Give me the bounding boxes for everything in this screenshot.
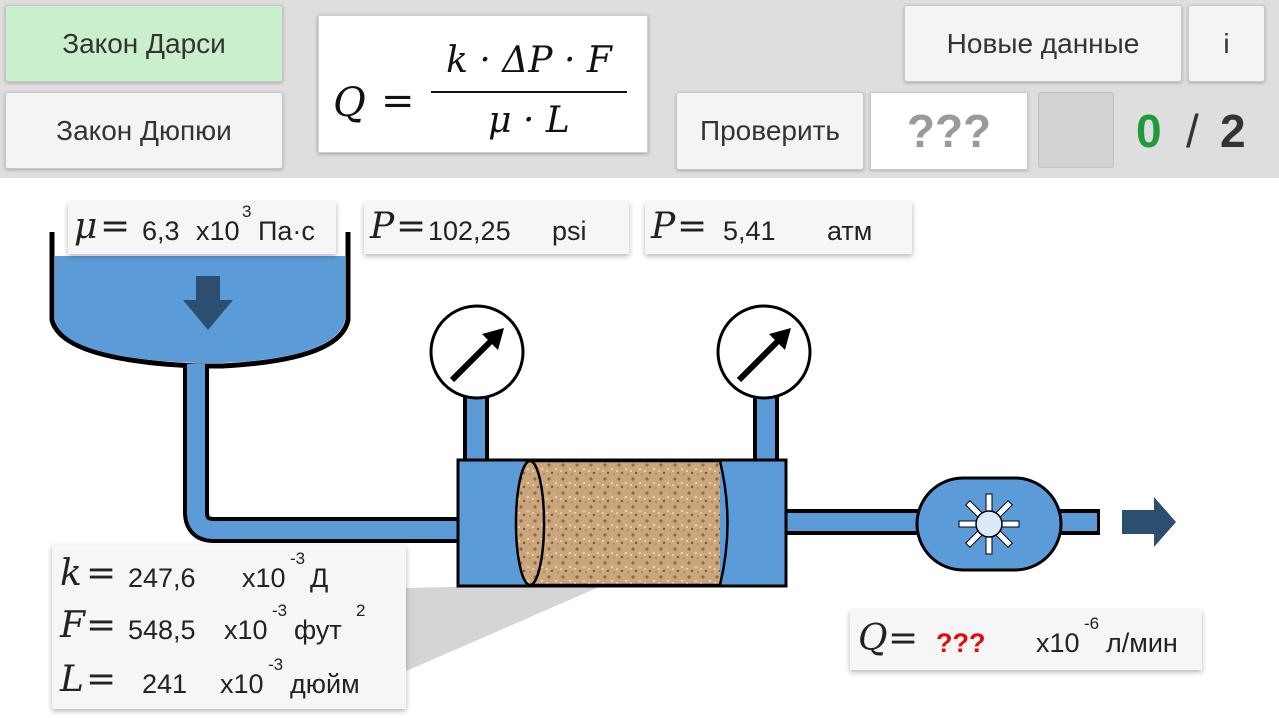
score-separator: /: [1186, 105, 1199, 157]
p-atm-unit: атм: [827, 216, 873, 246]
l-value: 241: [142, 669, 188, 699]
gauge-icon: [716, 304, 812, 400]
darcy-law-button[interactable]: Закон Дарси: [5, 5, 283, 82]
l-symbol: L: [60, 659, 84, 700]
f-unit: фут: [294, 615, 342, 645]
p-atm-value: 5,41: [723, 216, 776, 246]
f-value: 548,5: [128, 615, 196, 645]
mu-value: 6,3: [142, 216, 180, 246]
f-row: F = 548,5 x10 -3 фут 2: [52, 597, 406, 651]
formula-fraction-line: [431, 91, 627, 93]
check-button[interactable]: Проверить: [676, 92, 864, 170]
p-psi-value: 102,25: [428, 216, 511, 246]
l-unit: дюйм: [290, 669, 360, 699]
mu-symbol: μ: [74, 206, 98, 247]
mu-multiplier: x10: [196, 216, 240, 246]
core-holder: [456, 458, 788, 588]
q-unknown-value: ???: [936, 628, 986, 658]
mu-exponent: 3: [242, 202, 252, 221]
pipes: [183, 364, 1100, 543]
f-exponent: -3: [272, 601, 288, 620]
q-exponent: -6: [1084, 614, 1100, 633]
f-symbol: F: [60, 605, 85, 646]
p-psi-symbol: P: [370, 206, 395, 247]
k-multiplier: x10: [242, 563, 286, 593]
l-exponent: -3: [268, 655, 284, 674]
core-parameters-card: k = 247,6 x10 -3 Д F = 548,5 x10 -3 фут …: [52, 545, 406, 709]
f-multiplier: x10: [224, 615, 268, 645]
mu-unit: Па·с: [258, 216, 315, 246]
new-data-button[interactable]: Новые данные: [904, 5, 1182, 82]
q-equals: =: [888, 618, 919, 659]
answer-input[interactable]: ???: [870, 92, 1028, 170]
pressure-atm-card: P = 5,41 атм: [645, 202, 912, 254]
score: 0 / 2: [1128, 104, 1268, 160]
score-correct: 0: [1136, 105, 1162, 157]
q-unit: л/мин: [1106, 628, 1178, 658]
flowmeter-icon: [915, 476, 1063, 572]
k-unit: Д: [310, 563, 329, 593]
k-exponent: -3: [290, 549, 306, 568]
formula-lhs: Q: [333, 80, 366, 126]
flow-rate-card: Q = ??? x10 -6 л/мин: [850, 610, 1202, 670]
k-symbol: k: [60, 553, 82, 594]
dupuit-law-button[interactable]: Закон Дюпюи: [5, 92, 283, 169]
l-row: L = 241 x10 -3 дюйм: [52, 651, 406, 705]
info-button[interactable]: i: [1188, 5, 1265, 82]
right-arrow-icon: [1122, 497, 1176, 547]
k-row: k = 247,6 x10 -3 Д: [52, 545, 406, 599]
viscosity-card: μ = 6,3 x10 3 Па·с: [68, 202, 336, 254]
down-arrow-icon: [183, 276, 233, 330]
p-atm-equals: =: [677, 206, 708, 247]
k-value: 247,6: [128, 563, 196, 593]
k-equals: =: [86, 553, 117, 594]
p-atm-symbol: P: [651, 206, 676, 247]
q-symbol: Q: [858, 618, 888, 659]
f-unit-exponent: 2: [356, 601, 366, 620]
p-psi-unit: psi: [552, 216, 587, 246]
q-multiplier: x10: [1036, 628, 1080, 658]
pressure-psi-card: P = 102,25 psi: [364, 202, 629, 254]
f-equals: =: [86, 605, 117, 646]
score-total: 2: [1220, 105, 1246, 157]
result-indicator: [1038, 92, 1114, 168]
formula-card: Q = k · ΔP · F μ · L: [318, 15, 648, 153]
callout-wedge: [404, 584, 606, 672]
l-multiplier: x10: [220, 669, 264, 699]
l-equals: =: [86, 659, 117, 700]
p-psi-equals: =: [396, 206, 427, 247]
mu-equals: =: [100, 206, 131, 247]
gauge-icon: [429, 304, 525, 400]
formula-numerator: k · ΔP · F: [446, 40, 612, 81]
formula-equals: =: [381, 78, 415, 124]
formula-denominator: μ · L: [488, 100, 570, 141]
